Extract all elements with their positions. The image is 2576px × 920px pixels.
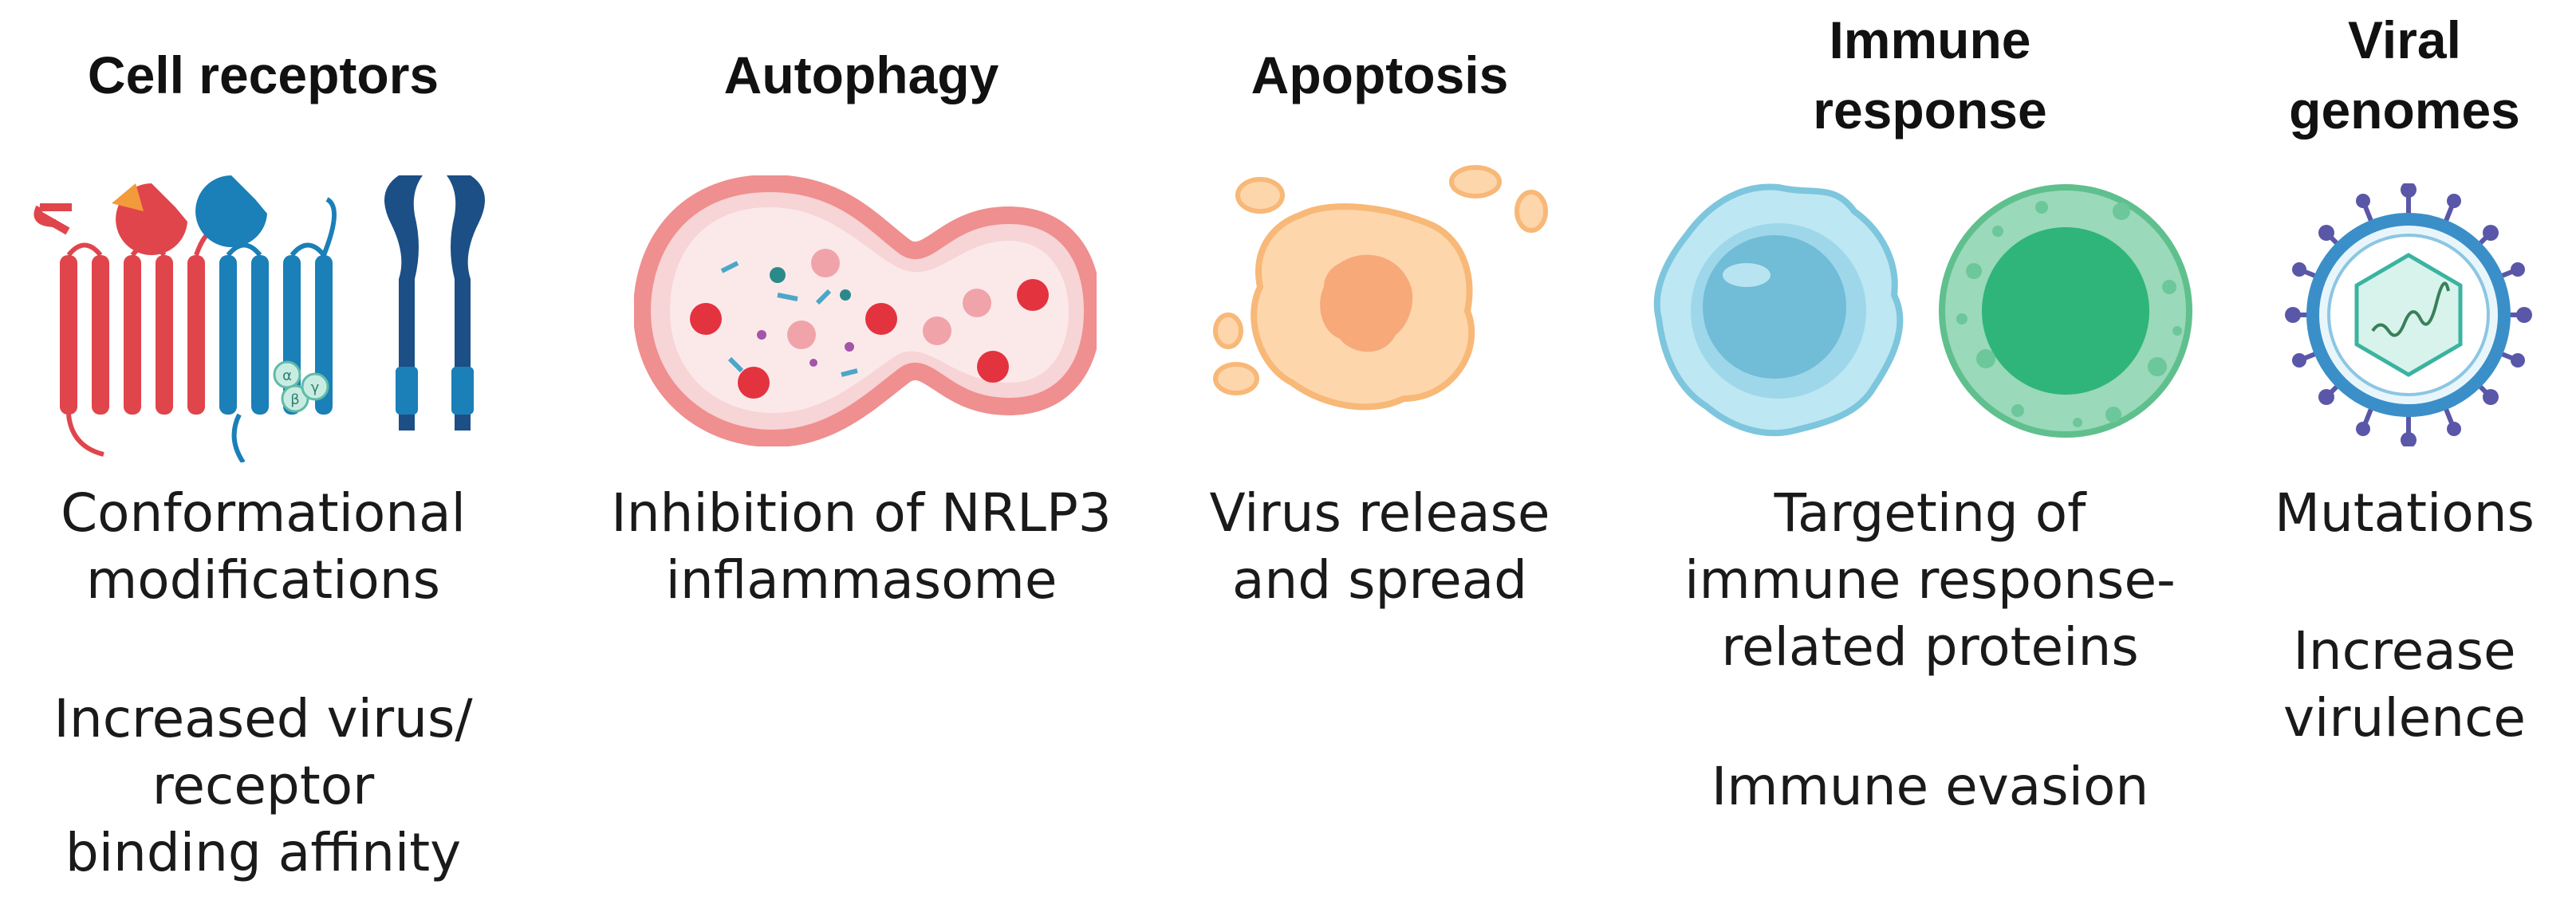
- autophagosome-icon: [634, 175, 1097, 446]
- column-title: Autophagy: [723, 45, 999, 104]
- description-1: Conformational modifications: [61, 482, 466, 611]
- subunit-label: γ: [311, 379, 320, 396]
- column-viral-genomes: Viral genomes Mutations Increase virul: [2233, 0, 2576, 920]
- column-autophagy: Autophagy Inhibition of NRLP3 inflammaso…: [590, 0, 1132, 920]
- column-title: Immune response: [1813, 10, 2047, 140]
- column-apoptosis: Apoptosis Virus release and spread: [1188, 0, 1571, 920]
- column-cell-receptors: Cell receptors α: [24, 0, 502, 920]
- receptor-diagram-icon: α β γ: [33, 175, 485, 462]
- description-2: Increased virus/ receptor binding affini…: [53, 688, 473, 883]
- subunit-label: α: [282, 368, 292, 384]
- virus-particle-icon: [2285, 183, 2532, 446]
- column-immune-response: Immune response Targeting of immune resp…: [1627, 0, 2233, 920]
- description-2: Increase virulence: [2283, 620, 2527, 749]
- description-1: Inhibition of NRLP3 inflammasome: [611, 482, 1112, 611]
- immune-cells-icon: [1653, 183, 2192, 438]
- description-1: Virus release and spread: [1209, 482, 1550, 611]
- apoptotic-cell-icon: [1213, 165, 1548, 411]
- description-1: Targeting of immune response- related pr…: [1684, 482, 2176, 678]
- description-1: Mutations: [2275, 482, 2535, 544]
- subunit-label: β: [290, 391, 300, 408]
- column-title: Apoptosis: [1251, 45, 1509, 104]
- column-title: Cell receptors: [87, 45, 439, 104]
- description-2: Immune evasion: [1711, 756, 2149, 817]
- column-title: Viral genomes: [2289, 10, 2520, 140]
